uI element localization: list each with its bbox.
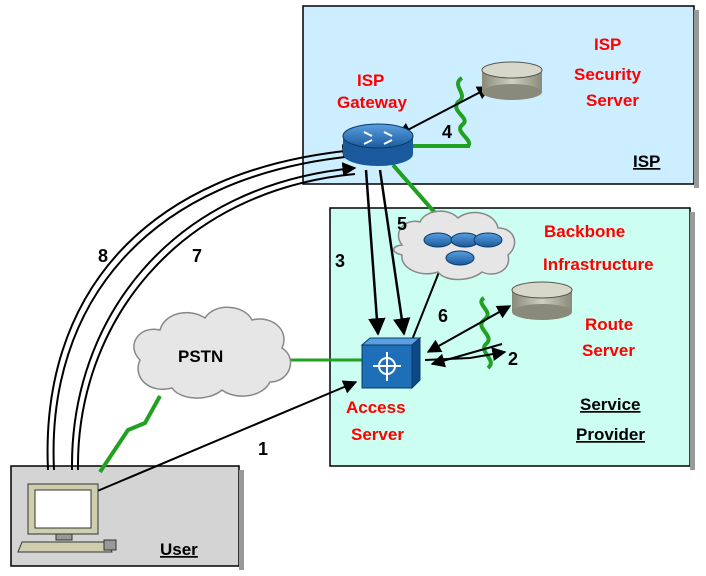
step-7-curve-outer	[70, 162, 357, 471]
pstn-to-user-link	[98, 395, 162, 474]
backbone-router-3	[473, 232, 503, 248]
isp-security-label-line1: ISP	[594, 35, 621, 54]
isp-gateway-router-icon	[342, 123, 414, 166]
backbone-label-line2: Infrastructure	[543, 255, 654, 274]
backbone-router-4	[445, 250, 475, 266]
pstn-label: PSTN	[178, 347, 223, 366]
step-7-curve-inner	[76, 173, 356, 471]
step-7-label: 7	[192, 246, 202, 266]
step-6-arrow	[426, 305, 512, 353]
user-pc-icon	[17, 483, 117, 553]
step-1-arrow	[94, 380, 358, 493]
access-server-icon	[360, 336, 422, 390]
user-zone-label: User	[160, 540, 198, 559]
pstn-cloud	[133, 306, 292, 399]
backbone-cloud	[393, 210, 516, 281]
service-provider-label-line1: Service	[580, 395, 641, 414]
step-3-arrow-right	[378, 169, 411, 336]
isp-gateway-label-line2: Gateway	[337, 93, 407, 112]
step-4-arrow	[396, 86, 492, 136]
step-8-curve-outer	[46, 144, 357, 471]
isp-security-label-line3: Server	[586, 91, 639, 110]
service-provider-label-line2: Provider	[576, 425, 645, 444]
step-8-label: 8	[98, 246, 108, 266]
isp-security-label-line2: Security	[574, 65, 642, 84]
step-8-curve-inner	[52, 155, 356, 471]
isp-gateway-label-line1: ISP	[357, 71, 384, 90]
backbone-label-line1: Backbone	[544, 222, 625, 241]
route-server-icon	[511, 281, 573, 320]
route-server-label-line2: Server	[582, 341, 635, 360]
isp-zone-label: ISP	[633, 152, 660, 171]
step-4-label: 4	[442, 122, 452, 142]
service-provider-zone-shadow	[690, 212, 695, 470]
access-server-label-line1: Access	[346, 398, 406, 417]
step-2-arrow-return	[430, 343, 503, 368]
isp-zone-shadow	[694, 10, 699, 188]
step-3-label: 3	[335, 251, 345, 271]
route-server-label-line1: Route	[585, 315, 633, 334]
step-3-arrow-left	[364, 169, 386, 336]
backbone-to-access-line	[409, 261, 444, 346]
access-server-label-line2: Server	[351, 425, 404, 444]
step-2-label: 2	[508, 349, 518, 369]
step-6-label: 6	[438, 306, 448, 326]
step-5-label: 5	[397, 214, 407, 234]
user-zone-shadow	[239, 470, 244, 570]
step-1-label: 1	[258, 439, 268, 459]
backbone-router-1	[423, 232, 453, 248]
isp-security-server-icon	[481, 61, 543, 100]
